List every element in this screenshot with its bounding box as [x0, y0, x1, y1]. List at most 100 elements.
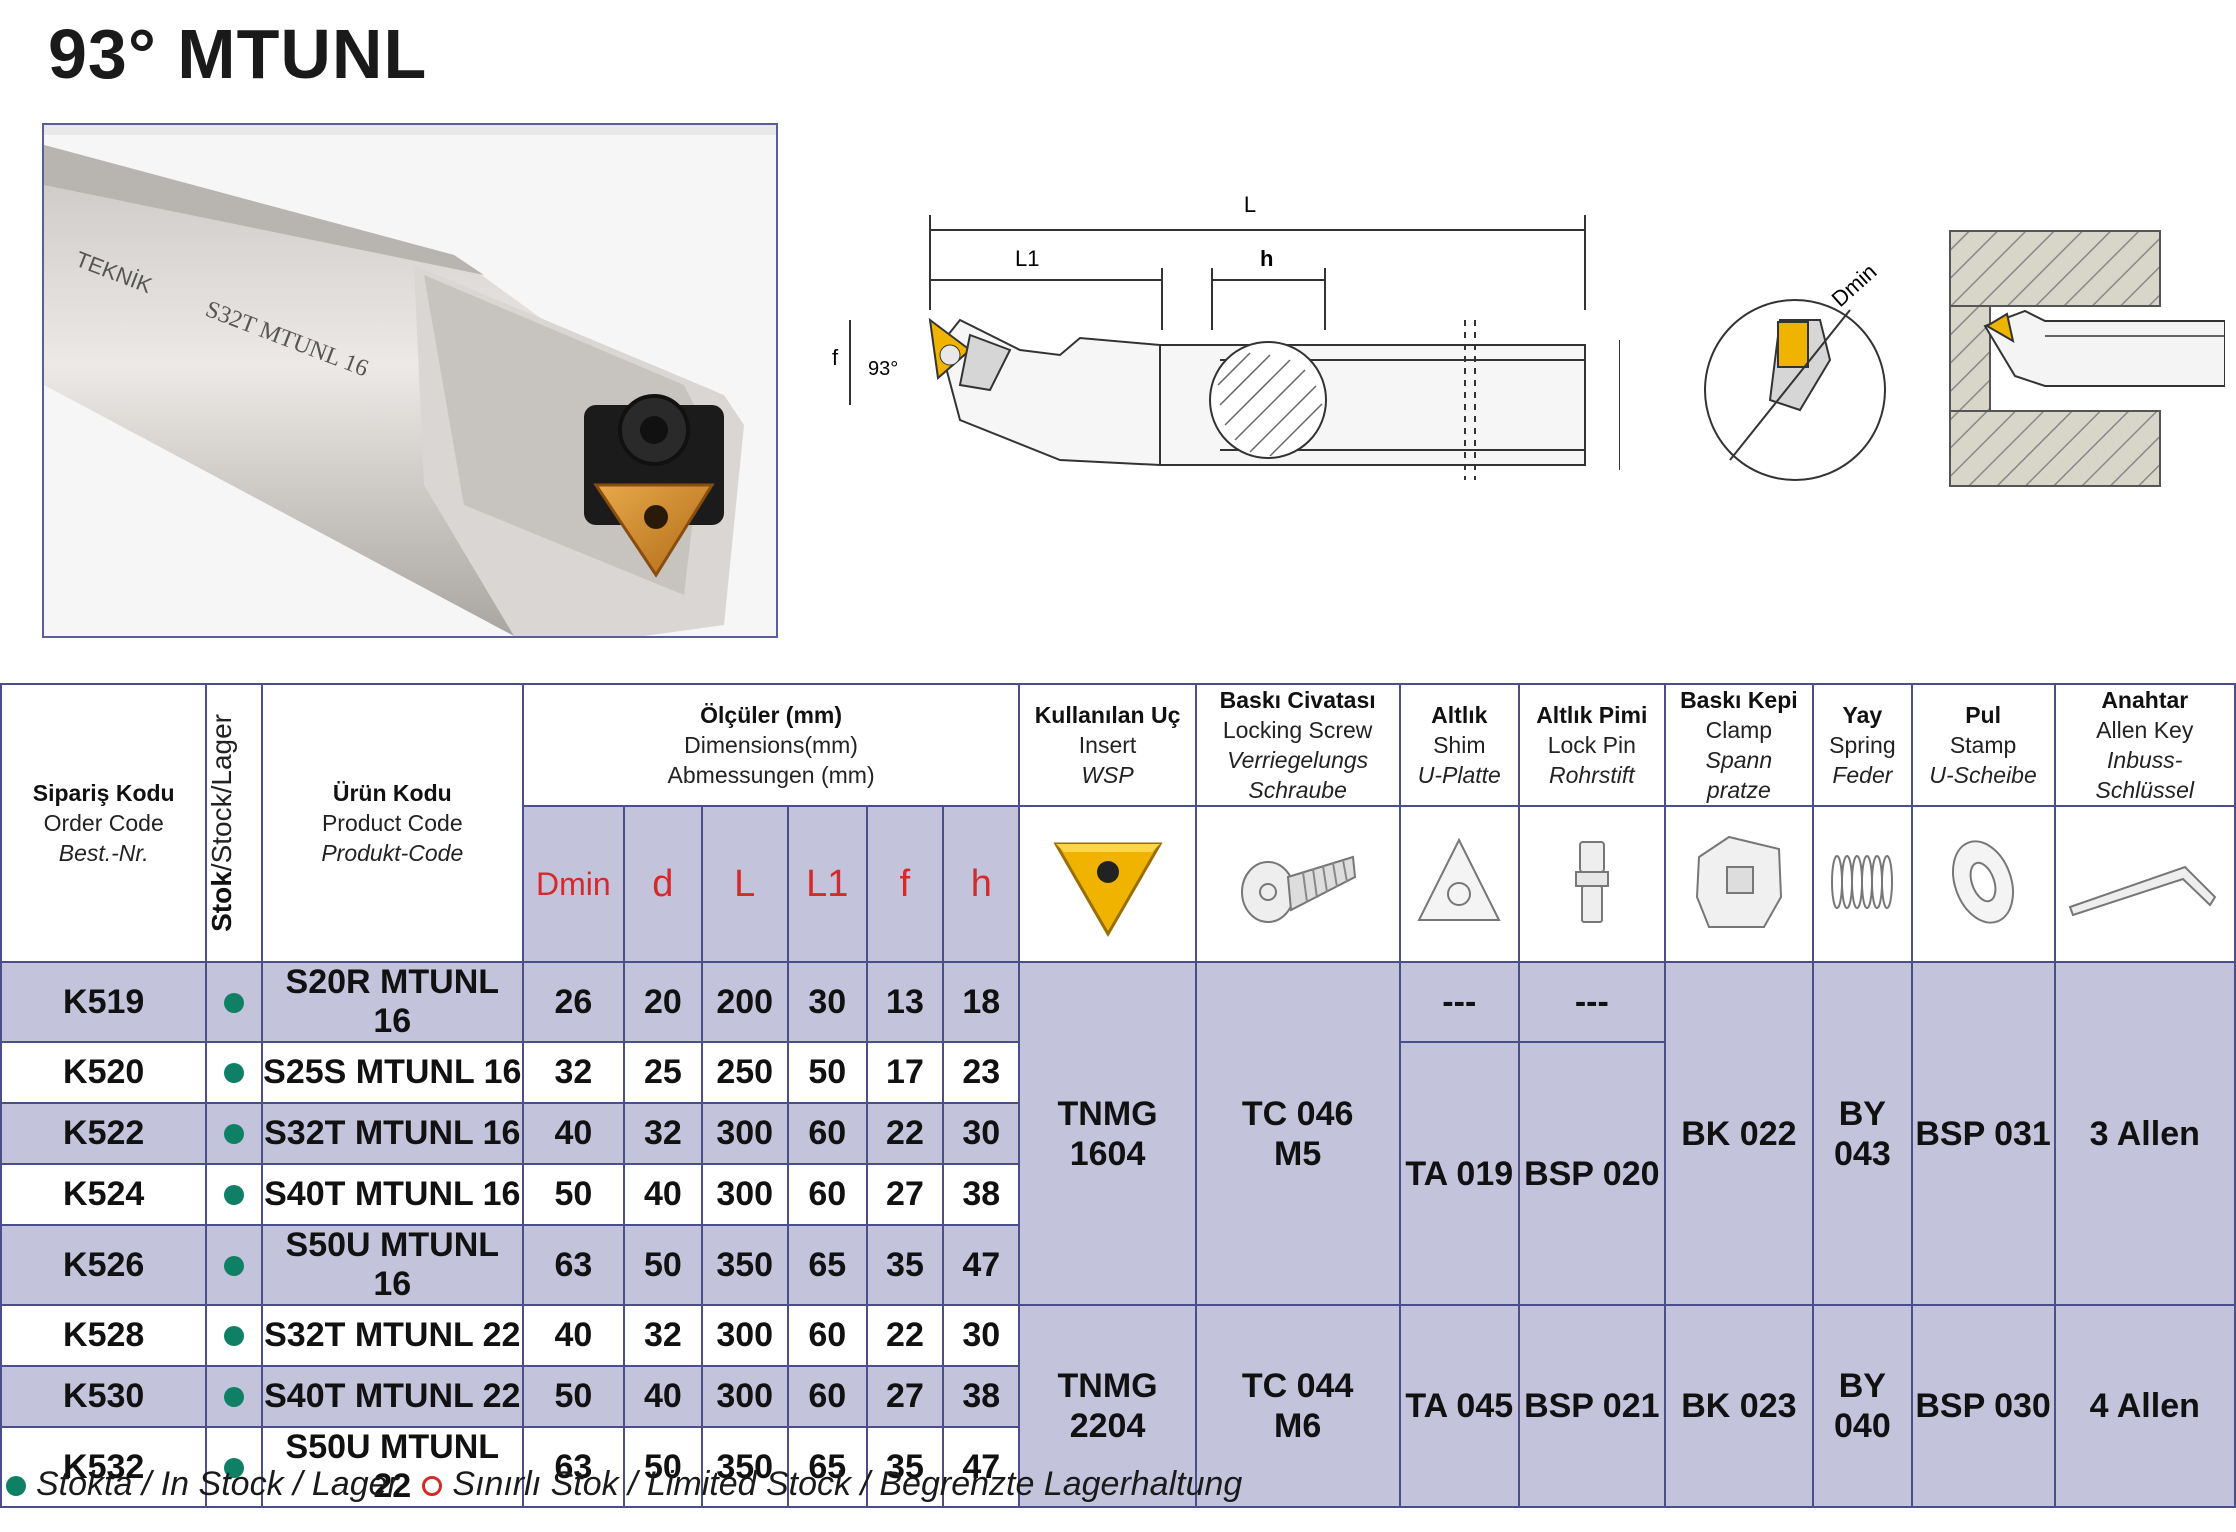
shim-icon	[1398, 805, 1520, 963]
legend-limited-stock: Sınırlı Stok / Limited Stock / Begrenzte…	[452, 1465, 1243, 1503]
insert-icon	[1018, 805, 1197, 963]
header-dimensions: Ölçüler (mm)Dimensions(mm)Abmessungen (m…	[521, 683, 1021, 807]
page-title: 93° MTUNL	[48, 15, 428, 93]
product-code: S20R MTUNL 16	[260, 961, 524, 1043]
cell-f: 35	[865, 1224, 945, 1306]
dim-header-f: f	[865, 805, 945, 963]
stock-indicator	[205, 1304, 263, 1367]
cell-h: 38	[942, 1365, 1021, 1428]
cell-dmin: 50	[521, 1365, 626, 1428]
cell-h: 47	[942, 1224, 1021, 1306]
cell-f: 35	[865, 1426, 945, 1508]
dimension-diagram: L L1 h f 93° d	[832, 192, 1620, 480]
cell-dmin: 26	[521, 961, 626, 1043]
stock-legend: Stokta / In Stock / Lager Sınırlı Stok /…	[6, 1465, 1242, 1504]
limited-stock-circle-icon	[422, 1476, 443, 1497]
cell-d: 20	[623, 961, 703, 1043]
order-code: K532	[0, 1426, 208, 1508]
legend-in-stock: Stokta / In Stock / Lager	[36, 1465, 399, 1503]
bore-section-diagram	[1949, 230, 2225, 487]
shim-value-16: TA 019	[1398, 1041, 1520, 1306]
cell-h: 18	[942, 961, 1021, 1043]
in-stock-dot-icon	[6, 1476, 26, 1497]
screw-icon	[1194, 805, 1401, 963]
cell-d: 25	[623, 1041, 703, 1104]
table-row: K526 S50U MTUNL 16 63 50 350 65 35 47	[0, 1224, 2235, 1306]
cell-f: 27	[865, 1365, 945, 1428]
key-icon	[2053, 805, 2236, 963]
stock-indicator	[205, 1102, 263, 1165]
cell-d: 40	[623, 1163, 703, 1226]
order-code: K530	[0, 1365, 208, 1428]
dim-header-L1: L1	[786, 805, 868, 963]
cell-L: 300	[700, 1102, 789, 1165]
key-value-16: 3 Allen	[2053, 961, 2236, 1306]
header-stock: Stok/Stock/Lager	[205, 683, 263, 963]
product-code: S50U MTUNL 16	[260, 1224, 524, 1306]
product-code: S32T MTUNL 16	[260, 1102, 524, 1165]
cell-f: 27	[865, 1163, 945, 1226]
order-code: K524	[0, 1163, 208, 1226]
stamp-value-22: BSP 030	[1910, 1304, 2056, 1508]
cell-L1: 60	[786, 1163, 868, 1226]
cell-dmin: 32	[521, 1041, 626, 1104]
table-row: K532 S50U MTUNL 22 63 50 350 65 35 47	[0, 1426, 2235, 1508]
product-photo: TEKNİK S32T MTUNL 16	[42, 123, 778, 638]
pin-value-k519: ---	[1517, 961, 1666, 1043]
cell-dmin: 40	[521, 1304, 626, 1367]
pin-value-22: BSP 021	[1517, 1304, 1666, 1508]
dim-h: h	[1260, 246, 1273, 271]
stock-indicator	[205, 1426, 263, 1508]
stock-indicator	[205, 1224, 263, 1306]
shim-value-22: TA 045	[1398, 1304, 1520, 1508]
clamp-value-22: BK 023	[1663, 1304, 1815, 1508]
cell-h: 38	[942, 1163, 1021, 1226]
cell-L1: 50	[786, 1041, 868, 1104]
cell-L1: 60	[786, 1365, 868, 1428]
cell-f: 17	[865, 1041, 945, 1104]
product-code: S25S MTUNL 16	[260, 1041, 524, 1104]
cell-L1: 65	[786, 1224, 868, 1306]
table-row: K530 S40T MTUNL 22 50 40 300 60 27 38	[0, 1365, 2235, 1428]
cell-L: 300	[700, 1365, 789, 1428]
cell-dmin: 63	[521, 1426, 626, 1508]
table-row: K528 S32T MTUNL 22 40 32 300 60 22 30 TN…	[0, 1304, 2236, 1508]
cell-L1: 65	[786, 1426, 868, 1508]
order-code: K522	[0, 1102, 208, 1165]
cell-f: 22	[865, 1304, 945, 1367]
table-row: K519 S20R MTUNL 16 26 20 200 30 13 18 TN…	[0, 961, 2236, 1306]
cell-L: 250	[700, 1041, 789, 1104]
cell-L1: 60	[786, 1102, 868, 1165]
dim-dmin: Dmin	[1827, 260, 1882, 312]
spring-icon	[1812, 805, 1913, 963]
dim-header-d: d	[623, 805, 703, 963]
shim-value-k519: ---	[1398, 961, 1520, 1043]
cell-L: 350	[700, 1426, 789, 1508]
cell-L1: 60	[786, 1304, 868, 1367]
key-value-22: 4 Allen	[2053, 1304, 2236, 1508]
stock-indicator	[205, 1041, 263, 1104]
cell-L1: 30	[786, 961, 868, 1043]
cell-L: 300	[700, 1304, 789, 1367]
cell-h: 30	[942, 1304, 1021, 1367]
stamp-value-16: BSP 031	[1910, 961, 2056, 1306]
cell-d: 32	[623, 1304, 703, 1367]
cell-d: 40	[623, 1365, 703, 1428]
dim-L: L	[1244, 192, 1256, 217]
cell-L: 200	[700, 961, 789, 1043]
cell-d: 32	[623, 1102, 703, 1165]
order-code: K520	[0, 1041, 208, 1104]
table-row: K524 S40T MTUNL 16 50 40 300 60 27 38	[0, 1163, 2235, 1226]
